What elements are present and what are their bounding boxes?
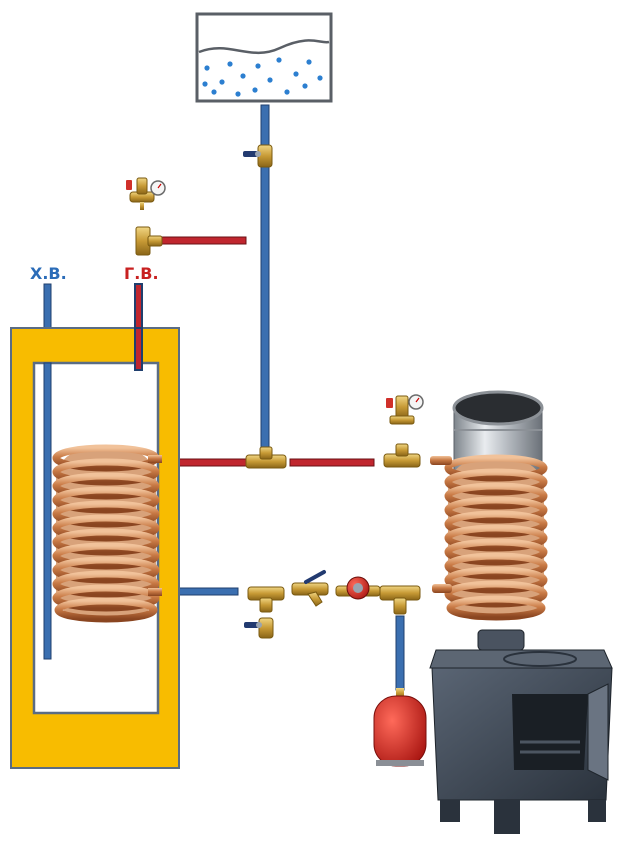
water-heater-tank — [10, 327, 180, 769]
water-bubbles — [202, 57, 323, 97]
cold-water-label: Х.В. — [30, 264, 67, 283]
hot-pipe-safety — [159, 236, 247, 245]
tee-fitting-icon — [135, 226, 163, 256]
tee-fitting-icon — [245, 446, 287, 469]
vessel-pipe — [395, 615, 405, 691]
tee-fitting-icon — [247, 586, 285, 613]
expansion-vessel-icon — [373, 688, 427, 767]
hot-pipe-tee-stove — [289, 458, 375, 467]
ball-valve-icon — [243, 144, 273, 168]
strainer-valve-icon — [291, 570, 329, 607]
circulation-pump-icon — [335, 576, 381, 600]
safety-group-icon — [386, 394, 424, 425]
ball-valve-icon — [244, 617, 274, 639]
safety-group-icon — [126, 177, 166, 210]
tee-fitting-icon — [379, 585, 421, 615]
tee-fitting-icon — [383, 443, 421, 468]
stove-copper-coil — [430, 454, 548, 621]
tank-copper-coil — [52, 444, 162, 623]
header-tank — [195, 12, 333, 103]
hot-water-label: Г.В. — [124, 264, 159, 283]
cast-iron-stove-icon — [429, 629, 613, 834]
